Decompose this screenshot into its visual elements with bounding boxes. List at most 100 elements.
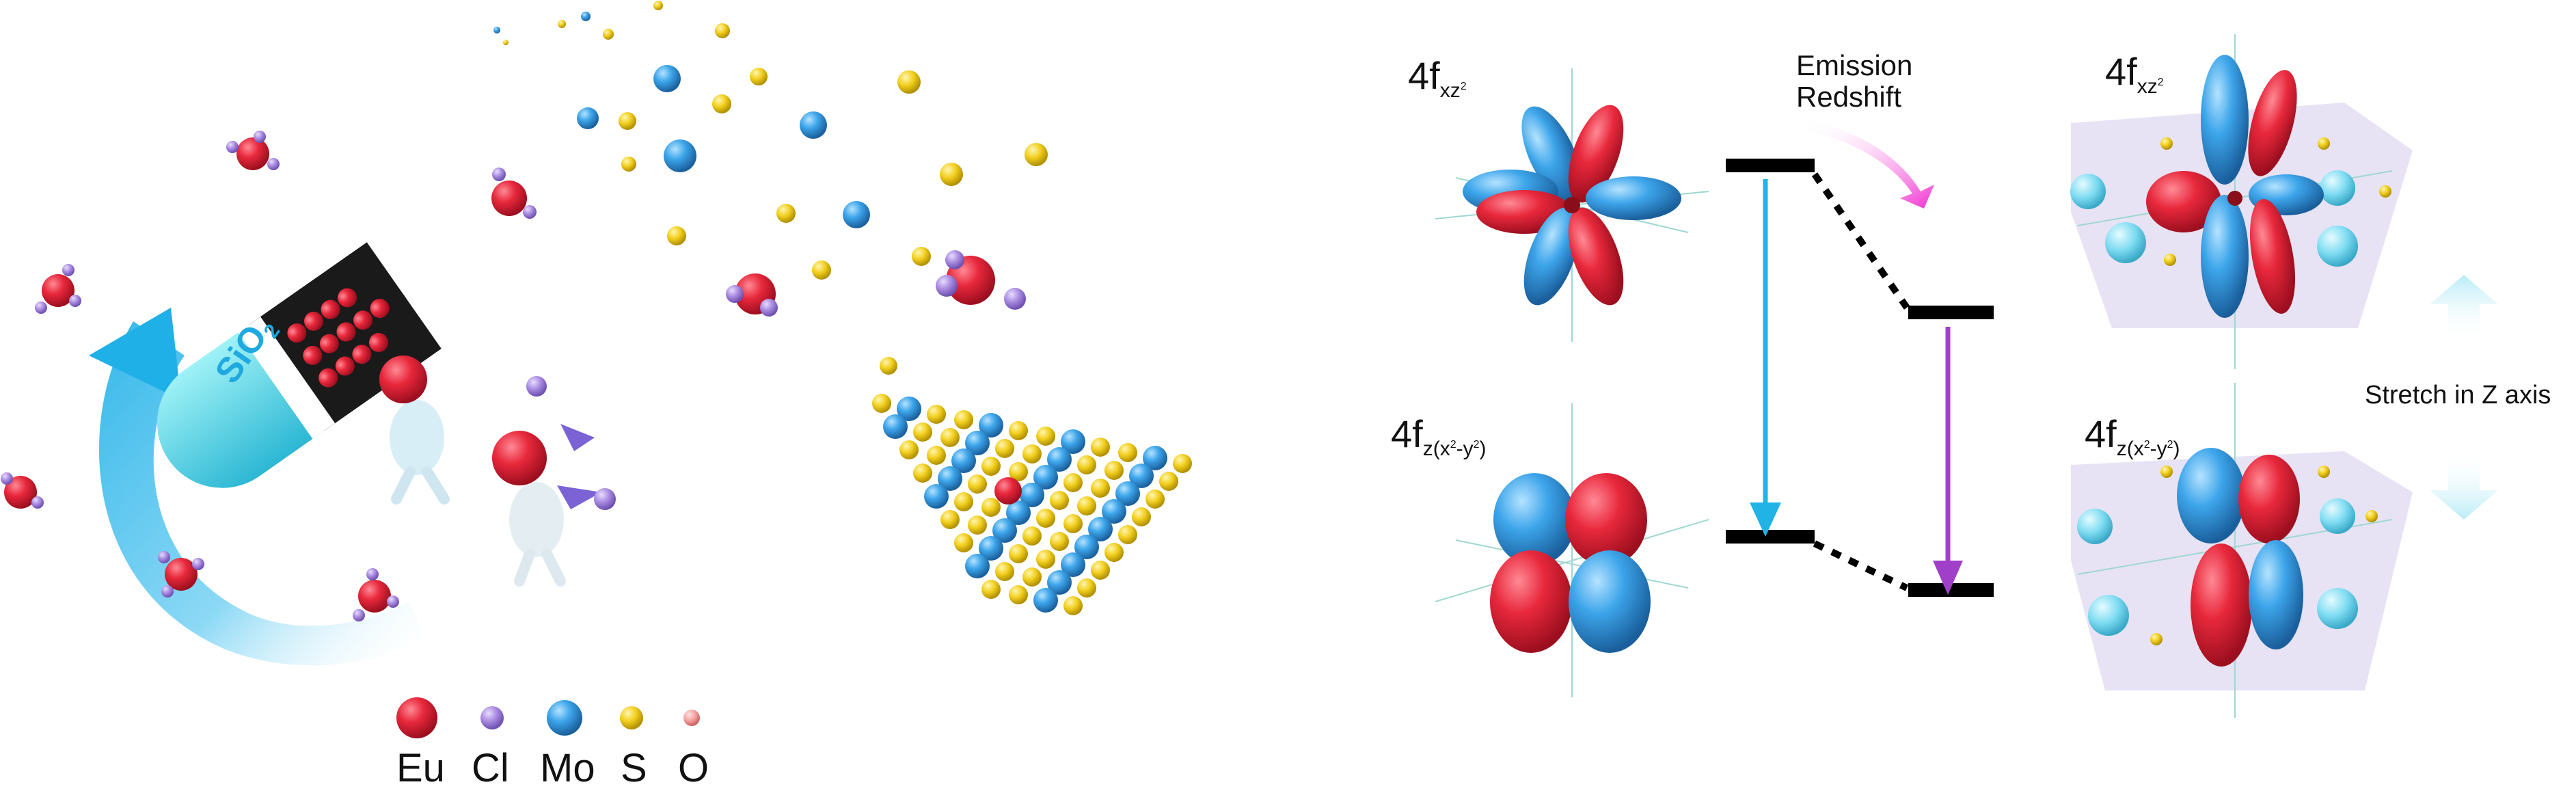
- emission-label-line1: Emission: [1796, 49, 1913, 81]
- lattice-s-atom: [1118, 525, 1137, 544]
- scattered-atoms: [493, 1, 1048, 375]
- orbital-zx2y2-right-cage: [2071, 383, 2413, 718]
- lattice-mo-atom: [924, 484, 949, 509]
- legend-item-eu: [396, 697, 437, 738]
- lattice-mo-atom: [1020, 483, 1044, 507]
- lattice-s-atom: [954, 410, 973, 429]
- lattice-mo-atom: [951, 448, 976, 473]
- lattice-mo-atom: [1074, 535, 1099, 559]
- stretch-label: Stretch in Z axis: [2365, 381, 2551, 410]
- redshift-arrow: [1804, 120, 1934, 209]
- lattice-s-atom: [1022, 567, 1042, 587]
- lattice-s-atom: [954, 492, 973, 511]
- lattice-s-atom: [1132, 507, 1151, 526]
- lattice-s-atom: [1050, 491, 1069, 510]
- energy-levels: [1726, 120, 1994, 597]
- dotted-connector-top: [1811, 172, 1910, 310]
- legend-label-s: S: [621, 746, 647, 790]
- stretch-arrows: [2430, 275, 2498, 520]
- lattice-s-atom: [1036, 550, 1055, 569]
- lattice-mo-atom: [965, 554, 990, 578]
- orbital-xz2-right-cage: [2070, 34, 2413, 369]
- lattice-s-atom: [1104, 461, 1124, 480]
- orbital-label-zx2y2-left: 4fz(x2-y2): [1391, 412, 1487, 461]
- lattice-mo-atom: [1088, 517, 1113, 541]
- lattice-s-atom: [1009, 585, 1028, 604]
- level-zx2y2-unstretched: [1726, 530, 1815, 544]
- lattice-s-atom: [1036, 509, 1055, 528]
- lattice-mo-atom: [1061, 429, 1085, 454]
- lattice-s-atom: [1173, 454, 1192, 473]
- lattice-s-atom: [913, 423, 932, 442]
- lattice-s-atom: [1077, 455, 1096, 474]
- level-xz2-stretched: [1908, 306, 1994, 319]
- orbital-xz2-left: [1435, 68, 1709, 342]
- lattice-s-atom: [1063, 596, 1083, 615]
- lattice-s-atom: [1091, 438, 1110, 457]
- lattice-s-atom: [1145, 490, 1165, 509]
- lattice-s-atom: [1077, 578, 1096, 598]
- lattice-mo-atom: [1033, 465, 1058, 490]
- lattice-s-atom: [1159, 472, 1178, 491]
- lattice-mo-atom: [883, 414, 908, 439]
- lattice-s-atom: [1091, 479, 1110, 498]
- lattice-mo-atom: [1129, 464, 1154, 488]
- lattice-mo-atom: [1115, 481, 1140, 506]
- lattice-mo-atom: [979, 413, 1003, 438]
- figure-carrier-1: [379, 356, 450, 505]
- emission-label-line2: Redshift: [1796, 81, 1902, 113]
- legend-item-cl: [480, 706, 504, 729]
- level-zx2y2-stretched: [1908, 583, 1994, 597]
- lattice-s-atom: [1118, 443, 1137, 462]
- lattice-s-atom: [981, 498, 1001, 517]
- dotted-connector-bottom: [1813, 540, 1909, 591]
- lattice-s-atom: [1009, 544, 1028, 563]
- lattice-s-atom: [981, 580, 1001, 599]
- lattice-eu-dopant: [994, 477, 1022, 505]
- orbital-label-xz2-right: 4fxz2: [2105, 50, 2164, 98]
- lattice-s-atom: [968, 474, 987, 494]
- lattice-s-atom: [872, 394, 891, 413]
- lattice-s-atom: [1050, 532, 1069, 551]
- lattice-mo-atom: [1047, 447, 1072, 472]
- lattice-mo-atom: [992, 518, 1017, 543]
- lattice-s-atom: [1022, 526, 1042, 546]
- lattice-s-atom: [1063, 473, 1083, 492]
- lattice-mo-atom: [1047, 570, 1072, 595]
- lattice-s-atom: [1104, 543, 1124, 562]
- lattice-mo-atom: [1061, 552, 1085, 577]
- lattice-s-atom: [1022, 444, 1042, 464]
- legend-label-o: O: [678, 746, 709, 790]
- capsule: [157, 242, 442, 488]
- orbital-label-xz2-left: 4fxz2: [1408, 54, 1467, 103]
- lattice-mo-atom: [1033, 588, 1058, 613]
- lattice-mo-atom: [1102, 499, 1126, 524]
- lattice-s-atom: [1009, 462, 1028, 481]
- lattice-s-atom: [927, 446, 946, 465]
- legend: [396, 697, 700, 738]
- legend-label-cl: Cl: [472, 746, 509, 790]
- lattice-s-atom: [995, 562, 1014, 581]
- lattice-s-atom: [1091, 561, 1110, 580]
- lattice-mo-atom: [1006, 500, 1031, 525]
- level-xz2-unstretched: [1726, 159, 1815, 172]
- lattice-mo-atom: [938, 466, 962, 491]
- lattice-s-atom: [995, 439, 1014, 458]
- orbital-label-zx2y2-right: 4fz(x2-y2): [2085, 412, 2180, 461]
- lattice-s-atom: [1077, 496, 1096, 515]
- molecules-left: [1, 131, 537, 621]
- lattice-mo-atom: [979, 536, 1003, 561]
- lattice-mo-atom: [965, 431, 990, 455]
- lattice-s-atom: [1009, 421, 1028, 440]
- lattice-s-atom: [940, 510, 960, 529]
- legend-label-mo: Mo: [540, 746, 595, 790]
- stretch-up-arrow: [2430, 275, 2498, 342]
- figure-carrier-2: [492, 376, 616, 587]
- lattice-s-atom: [913, 464, 932, 483]
- lattice-s-atom: [954, 533, 973, 552]
- lattice-s-atom: [981, 457, 1001, 476]
- lattice-s-atom: [899, 440, 919, 459]
- lattice-s-atom: [968, 515, 987, 535]
- capsule-nacl-label: NaCl: [260, 464, 338, 552]
